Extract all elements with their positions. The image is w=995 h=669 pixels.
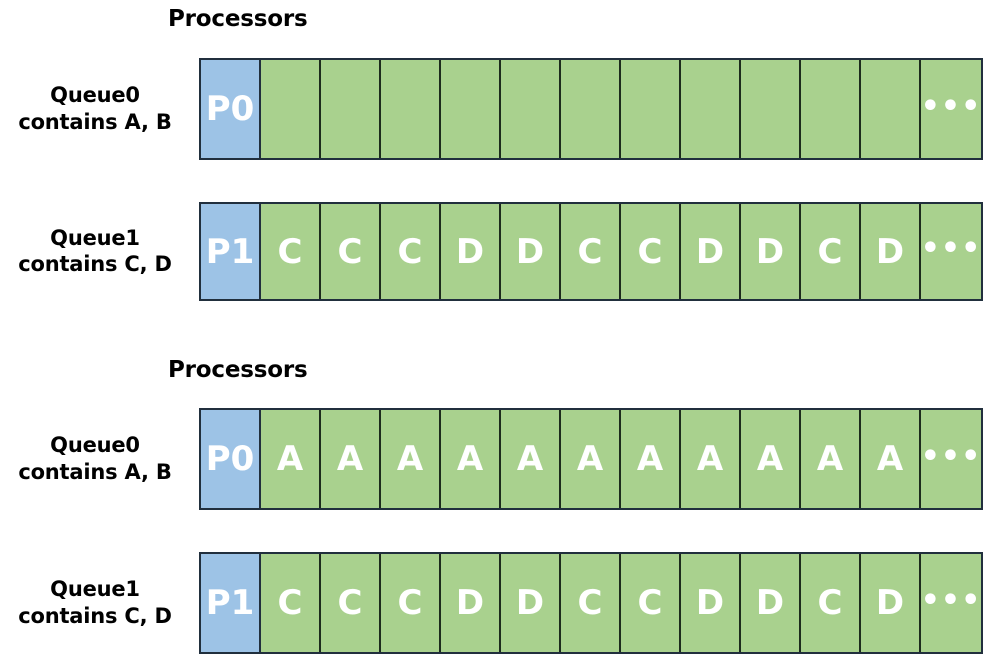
queue-slot[interactable]: A — [381, 410, 441, 508]
queue-slot[interactable]: A — [501, 410, 561, 508]
queue-slot[interactable]: D — [441, 204, 501, 299]
queue-slot[interactable]: C — [801, 204, 861, 299]
queue-row: Queue1 contains C, D P1 C C C D D C C D … — [0, 202, 995, 301]
queue-label-queue1-bottom: Queue1 contains C, D — [0, 576, 190, 630]
queue-slot[interactable]: C — [561, 204, 621, 299]
queue-slot[interactable]: A — [621, 410, 681, 508]
queue-overflow-ellipsis: ••• — [921, 60, 981, 158]
queue-label-line: Queue1 — [50, 225, 140, 250]
queue-slot[interactable] — [621, 60, 681, 158]
queue-label-queue1-top: Queue1 contains C, D — [0, 225, 190, 279]
queue-slot[interactable]: D — [741, 204, 801, 299]
queue-label-line: contains A, B — [18, 460, 172, 484]
queue-row: Queue0 contains A, B P0 ••• — [0, 58, 995, 160]
queue-slot[interactable]: A — [261, 410, 321, 508]
queue-slot[interactable] — [741, 60, 801, 158]
queue-slot[interactable]: D — [501, 204, 561, 299]
queue-slot[interactable]: D — [681, 204, 741, 299]
queue-slot[interactable] — [861, 60, 921, 158]
queue-slot[interactable]: C — [561, 554, 621, 652]
queue-overflow-ellipsis: ••• — [921, 554, 981, 652]
queue-slot[interactable]: D — [681, 554, 741, 652]
queue-slot[interactable]: C — [261, 204, 321, 299]
queue-slot[interactable]: D — [741, 554, 801, 652]
queue-slot[interactable]: A — [681, 410, 741, 508]
queue-overflow-ellipsis: ••• — [921, 204, 981, 299]
queue-slot[interactable]: A — [441, 410, 501, 508]
processor-cell[interactable]: P0 — [201, 60, 261, 158]
queue-slot[interactable]: A — [741, 410, 801, 508]
queue-label-line: Queue0 — [50, 433, 140, 458]
queue-slot[interactable]: C — [621, 204, 681, 299]
queue-slot[interactable]: C — [381, 554, 441, 652]
queue-label-queue0-top: Queue0 contains A, B — [0, 82, 190, 136]
processor-cell[interactable]: P1 — [201, 554, 261, 652]
queue-slot[interactable]: A — [561, 410, 621, 508]
queue-slot[interactable]: C — [321, 204, 381, 299]
queue-track: P0 A A A A A A A A A A A ••• — [199, 408, 983, 510]
processor-cell[interactable]: P1 — [201, 204, 261, 299]
queue-track: P0 ••• — [199, 58, 983, 160]
queue-slot[interactable]: C — [381, 204, 441, 299]
queue-track: P1 C C C D D C C D D C D ••• — [199, 202, 983, 301]
queue-slot[interactable]: C — [621, 554, 681, 652]
queue-label-queue0-bottom: Queue0 contains A, B — [0, 432, 190, 486]
queue-slot[interactable] — [501, 60, 561, 158]
queue-slot[interactable]: D — [861, 204, 921, 299]
queue-slot[interactable]: D — [861, 554, 921, 652]
queue-slot[interactable]: A — [321, 410, 381, 508]
queue-slot[interactable] — [681, 60, 741, 158]
queue-slot[interactable]: C — [801, 554, 861, 652]
queue-slot[interactable]: D — [441, 554, 501, 652]
queue-row: Queue0 contains A, B P0 A A A A A A A A … — [0, 408, 995, 510]
queue-slot[interactable] — [321, 60, 381, 158]
section-heading-processors-bottom: Processors — [168, 357, 308, 383]
queue-slot[interactable]: A — [801, 410, 861, 508]
queue-slot[interactable]: C — [321, 554, 381, 652]
queue-slot[interactable]: C — [261, 554, 321, 652]
queue-slot[interactable] — [381, 60, 441, 158]
section-heading-processors-top: Processors — [168, 6, 308, 32]
queue-slot[interactable] — [801, 60, 861, 158]
processor-cell[interactable]: P0 — [201, 410, 261, 508]
queue-label-line: contains C, D — [18, 604, 172, 628]
queue-slot[interactable] — [261, 60, 321, 158]
queue-slot[interactable] — [561, 60, 621, 158]
queue-row: Queue1 contains C, D P1 C C C D D C C D … — [0, 552, 995, 654]
queue-label-line: Queue0 — [50, 83, 140, 108]
queue-slot[interactable] — [441, 60, 501, 158]
queue-slot[interactable]: D — [501, 554, 561, 652]
queue-track: P1 C C C D D C C D D C D ••• — [199, 552, 983, 654]
queue-label-line: Queue1 — [50, 577, 140, 602]
queue-label-line: contains C, D — [18, 252, 172, 277]
queue-label-line: contains A, B — [18, 110, 172, 134]
queue-overflow-ellipsis: ••• — [921, 410, 981, 508]
queue-slot[interactable]: A — [861, 410, 921, 508]
